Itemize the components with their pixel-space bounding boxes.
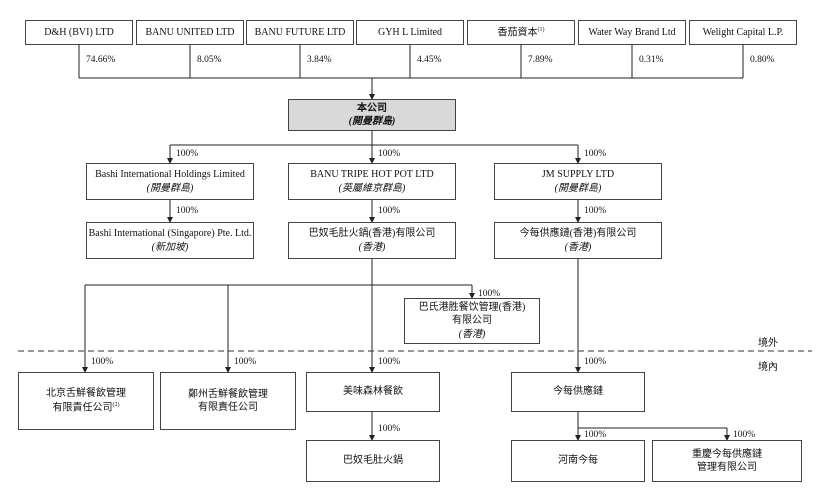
entity-name-line1: 北京舌鮮餐飲管理 xyxy=(46,388,126,400)
offshore-label: 境外 xyxy=(758,338,778,349)
entity-name-line1: 鄭州舌鮮餐飲管理 xyxy=(188,388,268,400)
shareholding-pct: 100% xyxy=(584,149,607,159)
shareholder-name: GYH L Limited xyxy=(377,26,443,38)
shareholder-name: Welight Capital L.P. xyxy=(702,26,784,38)
shareholding-pct: 100% xyxy=(234,357,257,367)
shareholding-pct: 0.31% xyxy=(639,55,664,65)
banu-maodu-hotpot-box: 巴奴毛肚火鍋 xyxy=(306,440,440,482)
bashi-ganghsheng-hk-box: 巴氏港胜餐饮管理(香港) 有限公司 (香港) xyxy=(404,298,540,344)
shareholding-pct: 100% xyxy=(584,206,607,216)
shareholding-pct: 74.66% xyxy=(86,55,116,65)
shareholding-pct: 100% xyxy=(584,430,607,440)
entity-name: BANU TRIPE HOT POT LTD xyxy=(310,169,434,180)
entity-jurisdiction: (香港) xyxy=(564,241,592,253)
entity-jurisdiction: (開曼群島) xyxy=(554,182,602,194)
bashi-singapore-box: Bashi International (Singapore) Pte. Ltd… xyxy=(86,222,254,259)
shareholding-pct: 8.05% xyxy=(197,55,222,65)
entity-jurisdiction: (香港) xyxy=(358,241,386,253)
entity-name: Bashi International (Singapore) Pte. Ltd… xyxy=(88,228,252,239)
beijing-shexian-box: 北京舌鮮餐飲管理 有限責任公司(2) xyxy=(18,372,154,430)
footnote-marker: (1) xyxy=(537,26,545,33)
entity-name-line1: 重慶今每供應鏈 xyxy=(692,448,762,460)
entity-name-line2: 有限責任公司 xyxy=(198,402,258,413)
shareholding-pct: 100% xyxy=(176,206,199,216)
entity-name: 今每供應鏈(香港)有限公司 xyxy=(519,228,637,239)
entity-name: Bashi International Holdings Limited xyxy=(95,169,245,180)
entity-name: JM SUPPLY LTD xyxy=(541,169,615,180)
jinmei-supply-chain-box: 今每供應鏈 xyxy=(511,372,645,412)
shareholder-water-way: Water Way Brand Ltd xyxy=(578,20,686,45)
bashi-international-holdings-box: Bashi International Holdings Limited (開曼… xyxy=(86,163,254,200)
jm-supply-chain-hk-box: 今每供應鏈(香港)有限公司 (香港) xyxy=(494,222,662,259)
shareholder-xiangqie-capital: 香茄資本(1) xyxy=(467,20,575,45)
shareholder-welight-capital: Welight Capital L.P. xyxy=(689,20,797,45)
banu-hk-box: 巴奴毛肚火鍋(香港)有限公司 (香港) xyxy=(288,222,456,259)
entity-jurisdiction: (開曼群島) xyxy=(146,182,194,194)
shareholder-name: BANU UNITED LTD xyxy=(145,26,235,38)
company-jurisdiction: (開曼群島) xyxy=(348,116,396,127)
chongqing-jinmei-box: 重慶今每供應鏈 管理有限公司 xyxy=(652,440,802,482)
onshore-label: 境內 xyxy=(758,362,778,373)
entity-name: 巴奴毛肚火鍋(香港)有限公司 xyxy=(308,228,436,239)
shareholding-pct: 100% xyxy=(91,357,114,367)
shareholding-pct: 100% xyxy=(584,357,607,367)
entity-name: 河南今每 xyxy=(558,455,598,467)
shareholder-name: BANU FUTURE LTD xyxy=(254,26,346,38)
shareholding-pct: 100% xyxy=(378,424,401,434)
shareholder-banu-united: BANU UNITED LTD xyxy=(136,20,244,45)
shareholding-pct: 100% xyxy=(478,289,501,299)
shareholding-pct: 100% xyxy=(176,149,199,159)
entity-name-line2: 有限公司 xyxy=(452,315,492,327)
entity-name: 今每供應鏈 xyxy=(553,386,603,398)
footnote-marker: (2) xyxy=(112,401,120,408)
zhengzhou-shexian-box: 鄭州舌鮮餐飲管理 有限責任公司 xyxy=(160,372,296,430)
banu-tripe-hot-pot-box: BANU TRIPE HOT POT LTD (英屬維京群島) xyxy=(288,163,456,200)
shareholder-dh-bvi: D&H (BVI) LTD xyxy=(25,20,133,45)
entity-name-line1: 巴氏港胜餐饮管理(香港) xyxy=(418,301,526,313)
shareholder-name: D&H (BVI) LTD xyxy=(44,26,114,38)
shareholding-pct: 0.80% xyxy=(750,55,775,65)
shareholder-banu-future: BANU FUTURE LTD xyxy=(246,20,354,45)
company-box: 本公司 (開曼群島) xyxy=(288,99,456,131)
entity-jurisdiction: (香港) xyxy=(458,328,486,340)
entity-name: 美味森林餐飲 xyxy=(343,386,403,398)
shareholding-pct: 100% xyxy=(378,357,401,367)
meiwei-senlin-box: 美味森林餐飲 xyxy=(306,372,440,412)
shareholding-pct: 4.45% xyxy=(417,55,442,65)
entity-name-line2: 管理有限公司 xyxy=(697,462,757,473)
shareholding-pct: 100% xyxy=(733,430,756,440)
shareholder-name: Water Way Brand Ltd xyxy=(588,26,676,38)
shareholding-pct: 100% xyxy=(378,206,401,216)
shareholding-pct: 7.89% xyxy=(528,55,553,65)
entity-name: 巴奴毛肚火鍋 xyxy=(343,455,403,467)
shareholding-pct: 100% xyxy=(378,149,401,159)
jm-supply-box: JM SUPPLY LTD (開曼群島) xyxy=(494,163,662,200)
entity-name-line2: 有限責任公司 xyxy=(52,402,113,414)
shareholder-name: 香茄資本 xyxy=(497,26,538,38)
entity-jurisdiction: (英屬維京群島) xyxy=(338,182,406,194)
entity-jurisdiction: (新加坡) xyxy=(151,241,189,253)
shareholding-pct: 3.84% xyxy=(307,55,332,65)
shareholder-gyh-l: GYH L Limited xyxy=(356,20,464,45)
company-name: 本公司 xyxy=(357,102,387,114)
henan-jinmei-box: 河南今每 xyxy=(511,440,645,482)
